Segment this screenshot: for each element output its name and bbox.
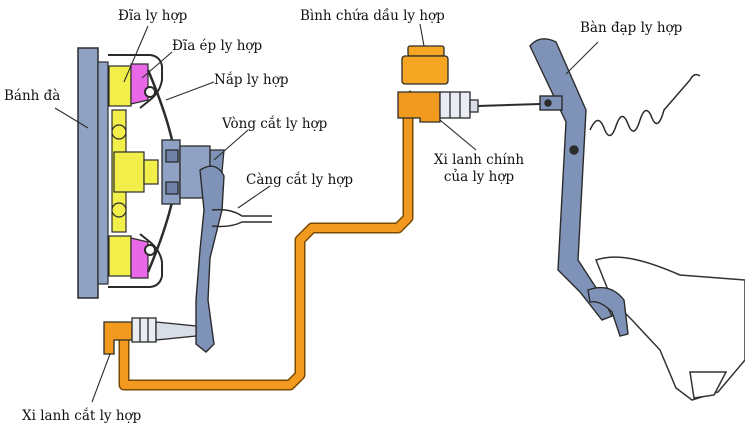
release-fork [195,165,225,353]
label-release-bearing: Vòng cắt ly hợp [222,116,328,132]
clutch-pedal [529,38,629,337]
label-reservoir: Bình chứa dầu ly hợp [300,8,445,24]
driver-shoe [595,256,745,401]
label-clutch-cover: Nắp ly hợp [214,72,289,88]
label-pedal: Bàn đạp ly hợp [580,20,683,36]
label-pressure-plate: Đĩa ép ly hợp [172,38,263,54]
reservoir [401,45,449,85]
fork-pivot [211,208,272,228]
pressure-plate [130,63,149,279]
leader-lines [54,23,599,403]
return-spring [589,73,701,137]
clutch-cover [108,54,174,288]
label-master-cylinder: Xi lanh chính của ly hợp [424,152,534,186]
label-clutch-disc: Đĩa ly hợp [118,8,188,24]
label-slave-cylinder: Xi lanh cắt ly hợp [22,408,142,424]
slave-cylinder [103,317,197,355]
label-master-cylinder-line2: của ly hợp [443,169,515,185]
master-cylinder [397,91,541,123]
hydraulic-line [118,90,418,391]
hydraulic-line-fill [120,91,417,389]
label-master-cylinder-line1: Xi lanh chính [433,152,525,168]
label-flywheel: Bánh đà [4,88,61,104]
label-release-fork: Càng cắt ly hợp [246,172,354,188]
flywheel [77,47,109,299]
clutch-disc [108,65,159,277]
